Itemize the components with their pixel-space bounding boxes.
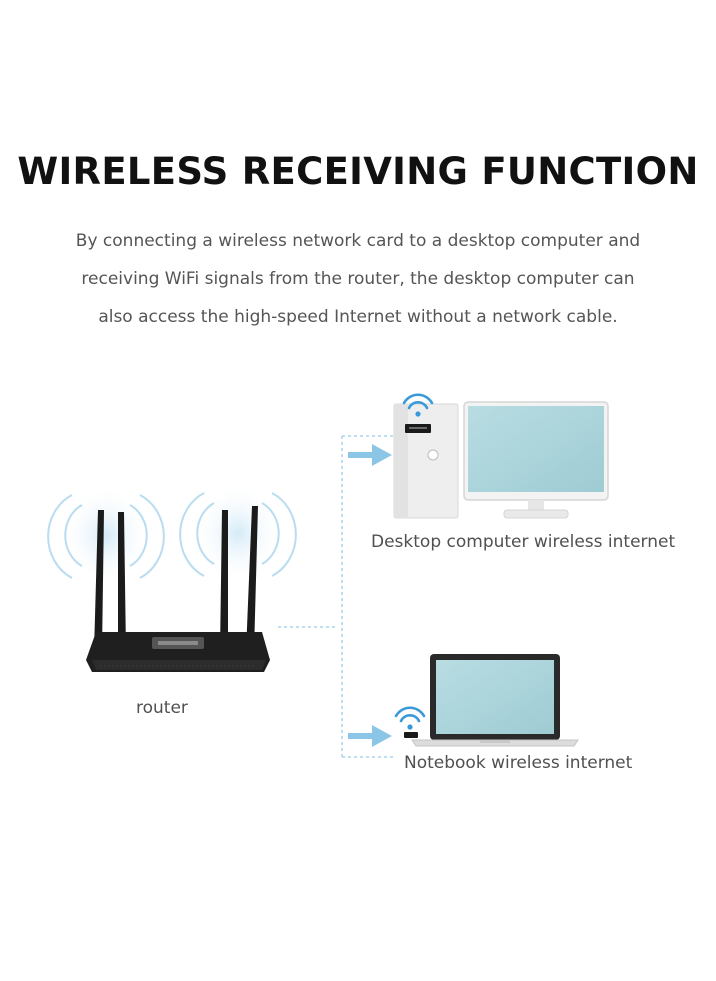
desktop-computer-illustration (393, 401, 609, 519)
usb-adapter-icon (404, 732, 418, 738)
description-line-2: receiving WiFi signals from the router, … (81, 269, 635, 289)
router-label: router (136, 698, 188, 718)
page-title: WIRELESS RECEIVING FUNCTION (17, 150, 699, 193)
description-line-1: By connecting a wireless network card to… (75, 231, 641, 251)
wifi-icon (402, 393, 434, 417)
connection-lines (278, 435, 394, 758)
router-illustration (47, 483, 297, 672)
notebook-label: Notebook wireless internet (404, 753, 633, 773)
desktop-label: Desktop computer wireless internet (371, 532, 676, 552)
arrow-right-icon (348, 725, 392, 747)
router-signal-waves-right (179, 483, 297, 583)
desktop-power-button (427, 449, 439, 461)
router-antennas (94, 506, 258, 652)
wifi-icon (394, 706, 426, 730)
desktop-monitor-stand (503, 509, 569, 519)
description-line-3: also access the high-speed Internet with… (98, 307, 618, 327)
notebook-screen (436, 660, 554, 734)
router-signal-waves-left (47, 485, 165, 585)
arrow-right-icon (348, 444, 392, 466)
desktop-monitor-screen (468, 406, 604, 492)
notebook-illustration (404, 654, 579, 747)
description: By connecting a wireless network card to… (20, 222, 696, 336)
